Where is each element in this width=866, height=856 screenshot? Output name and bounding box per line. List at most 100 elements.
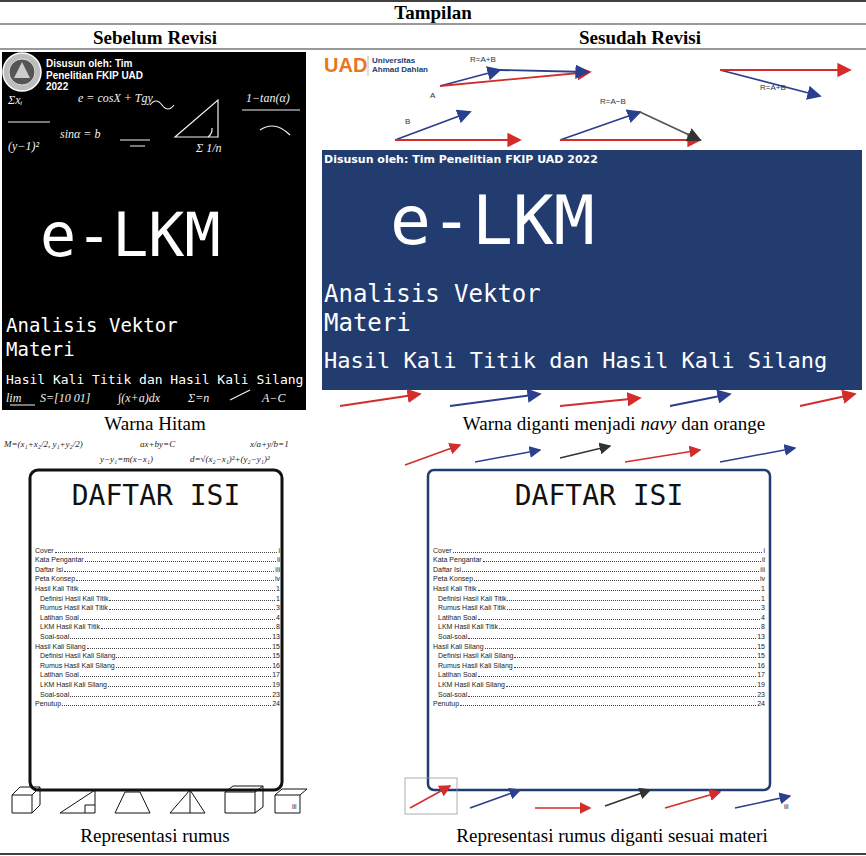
- dot-leader: [462, 571, 759, 572]
- dot-leader: [116, 657, 271, 658]
- toc-entry: Cover: [35, 547, 54, 554]
- toc-entry: Soal-soal: [40, 691, 69, 698]
- page-number: ii: [762, 556, 765, 563]
- toc-row: Rumus Hasil Kali Titik3: [438, 603, 765, 612]
- dot-leader: [478, 676, 756, 677]
- vector-label: A: [430, 92, 435, 100]
- toc-entry: Daftar Isi: [35, 566, 63, 573]
- page-number: 19: [757, 681, 765, 688]
- logo-mark: UAD: [324, 55, 367, 75]
- toc-before: DAFTAR ISICoveriKata PengantariiDaftar I…: [2, 437, 310, 819]
- cover-topic: Hasil Kali Titik dan Hasil Kali Silang: [6, 372, 303, 387]
- formula: (y−1)²: [8, 140, 39, 152]
- page-number: 8: [761, 623, 765, 630]
- formula: e = cosX + Tgy: [78, 92, 153, 104]
- page-number: 16: [272, 662, 280, 669]
- dot-leader: [468, 696, 756, 697]
- toc-row: Daftar Isiiii: [433, 564, 765, 573]
- page-number: 17: [272, 671, 280, 678]
- formula: lim: [6, 392, 21, 404]
- toc-entry: Definisi Hasil Kali Silang: [40, 652, 115, 659]
- dot-leader: [507, 609, 760, 610]
- toc-row: Kata Pengantar ii: [433, 555, 765, 564]
- toc-row: Soal-soal13: [438, 631, 765, 640]
- cover-title: e-LKM: [390, 184, 595, 259]
- toc-entry: Penutup: [433, 700, 459, 707]
- page-number: 3: [276, 604, 280, 611]
- toc-row: Kata Pengantarii: [35, 555, 280, 564]
- toc-row: Peta Konsepiv: [433, 574, 765, 583]
- author-note: Disusun oleh: Tim Penelitian FKIP UAD 20…: [324, 153, 598, 166]
- toc-row: Latihan Soal 4: [438, 612, 765, 621]
- page-number: 23: [757, 691, 765, 698]
- dot-leader: [76, 580, 274, 581]
- toc-row: Definisi Hasil Kali Titik1: [40, 593, 280, 602]
- toc-row: Daftar Isi iii: [35, 564, 280, 573]
- page-number: 15: [757, 652, 765, 659]
- caption-emphasis: navy: [640, 414, 676, 433]
- toc-entry: Kata Pengantar: [433, 556, 482, 563]
- toc-row: Hasil Kali Silang15: [35, 641, 280, 650]
- page-number: iv: [275, 575, 280, 582]
- vector-label: R=A+B: [470, 56, 496, 64]
- vector-label: R=A+B: [760, 84, 786, 92]
- toc-entry: Latihan Soal: [40, 671, 79, 678]
- toc-row: LKM Hasil Kali Titik8: [438, 622, 765, 631]
- dot-leader: [85, 561, 276, 562]
- dot-leader: [116, 667, 272, 668]
- formula: 1−tan(α): [246, 92, 290, 104]
- cover-topic: Hasil Kali Titik dan Hasil Kali Silang: [324, 348, 827, 373]
- toc-entry: Peta Konsep: [35, 575, 75, 582]
- page-number: i: [763, 547, 765, 554]
- toc-row: Definisi Hasil Kali Silang15: [40, 651, 280, 660]
- formula: d=√(x₂−x₁)²+(y₂−y₁)²: [190, 455, 270, 464]
- toc-row: Latihan Soal17: [438, 670, 765, 679]
- table-heading: Tampilan: [394, 3, 471, 22]
- toc-row: Hasil Kali Titik 1: [433, 583, 765, 592]
- toc-entry: Kata Pengantar: [35, 556, 84, 563]
- page-number: 1: [276, 585, 280, 592]
- formula: x/a+y/b=1: [250, 440, 289, 449]
- logo-name: Universitas Ahmad Dahlan: [372, 57, 434, 75]
- formula: S=[10 01]: [40, 392, 90, 404]
- formula: y−y₁=m(x−x₁): [100, 455, 153, 464]
- page-number: 1: [761, 595, 765, 602]
- toc-entry: LKM Hasil Kali Silang: [438, 681, 505, 688]
- author-note: Disusun oleh: Tim Penelitian FKIP UAD 20…: [46, 58, 146, 93]
- toc-entry: Soal-soal: [438, 691, 467, 698]
- toc-entry: Daftar Isi: [433, 566, 461, 573]
- toc-entry: Hasil Kali Titik: [35, 585, 79, 592]
- toc-heading: DAFTAR ISI: [428, 481, 770, 512]
- dot-leader: [108, 686, 271, 687]
- column-heading: Sebelum Revisi: [93, 28, 217, 47]
- toc-entry: Rumus Hasil Kali Silang: [438, 662, 513, 669]
- page-number: 4: [761, 614, 765, 621]
- dot-leader: [109, 600, 275, 601]
- page-number: 4: [276, 614, 280, 621]
- toc-row: Penutup24: [433, 699, 765, 708]
- page-number: iii: [275, 566, 280, 573]
- formula: ∫(x+a)dx: [118, 392, 160, 404]
- formula: sinα = b: [60, 128, 100, 140]
- dot-leader: [485, 648, 757, 649]
- dot-leader: [460, 705, 756, 706]
- toc-row: Soal-soal 23: [438, 689, 765, 698]
- formula: ax+by=C: [140, 440, 175, 449]
- column-heading: Sesudah Revisi: [579, 28, 701, 47]
- toc-entry: Cover: [433, 547, 452, 554]
- toc-row: Penutup24: [35, 699, 280, 708]
- page-number: iv: [760, 575, 765, 582]
- toc-heading: DAFTAR ISI: [30, 481, 282, 512]
- toc-entry: Rumus Hasil Kali Titik: [438, 604, 506, 611]
- toc-entry: Latihan Soal: [438, 614, 477, 621]
- toc-entry: Hasil Kali Titik: [433, 585, 477, 592]
- toc-row: Hasil Kali Silang15: [433, 641, 765, 650]
- toc-before-art: [12, 470, 307, 813]
- page-number: 16: [757, 662, 765, 669]
- toc-entry: Rumus Hasil Kali Titik: [40, 604, 108, 611]
- toc-entry: LKM Hasil Kali Titik: [40, 623, 100, 630]
- page-number: 1: [761, 585, 765, 592]
- cover-after-art: [322, 52, 862, 410]
- toc-entry: Soal-soal: [40, 633, 69, 640]
- toc-row: Peta Konsep iv: [35, 574, 280, 583]
